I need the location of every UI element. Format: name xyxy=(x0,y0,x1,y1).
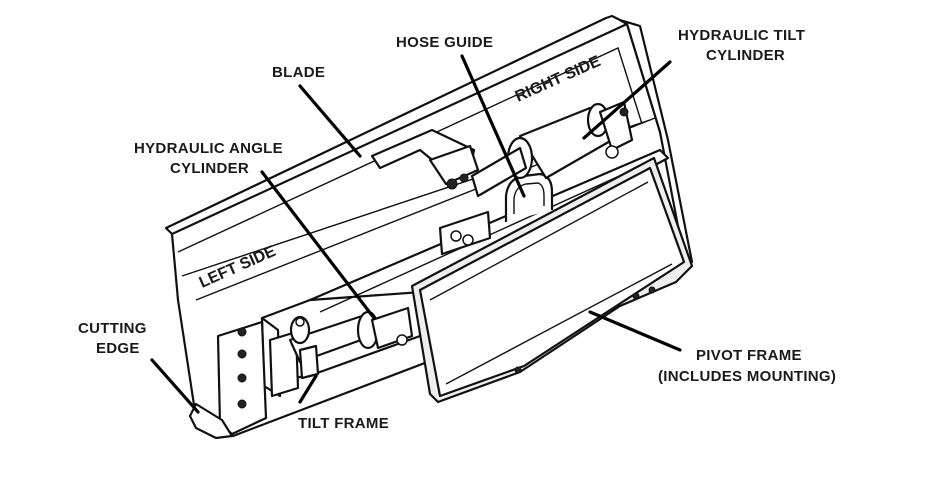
hydraulic-tilt-cylinder-label-line2: CYLINDER xyxy=(706,47,785,64)
hydraulic-angle-cylinder xyxy=(288,306,414,380)
hydraulic-tilt-cylinder xyxy=(470,100,634,198)
hydraulic-tilt-cylinder-label-line1: HYDRAULIC TILT xyxy=(678,27,805,44)
hose-guide-label: HOSE GUIDE xyxy=(396,34,493,51)
tilt-frame-label: TILT FRAME xyxy=(298,415,389,432)
angle-cylinder-leader xyxy=(260,170,376,320)
tilt-frame-leader xyxy=(298,374,318,404)
cutting-edge-leader xyxy=(150,358,200,414)
hydraulic-angle-cylinder-label-line2: CYLINDER xyxy=(170,160,249,177)
cutting-edge-label-line2: EDGE xyxy=(96,340,140,357)
pivot-frame-label-line2: (INCLUDES MOUNTING) xyxy=(658,368,836,385)
tilt-cylinder-leader xyxy=(582,60,672,140)
blade-leader xyxy=(298,84,362,158)
cutting-edge-label-line1: CUTTING xyxy=(78,320,147,337)
pivot-frame xyxy=(410,156,694,404)
pivot-frame-label-line1: PIVOT FRAME xyxy=(696,347,802,364)
cutting-edge xyxy=(188,320,268,440)
blade-label: BLADE xyxy=(272,64,325,81)
hose-guide xyxy=(370,128,554,256)
hydraulic-angle-cylinder-label-line1: HYDRAULIC ANGLE xyxy=(134,140,283,157)
hose-guide-leader xyxy=(460,54,526,198)
pivot-frame-leader xyxy=(588,310,682,352)
